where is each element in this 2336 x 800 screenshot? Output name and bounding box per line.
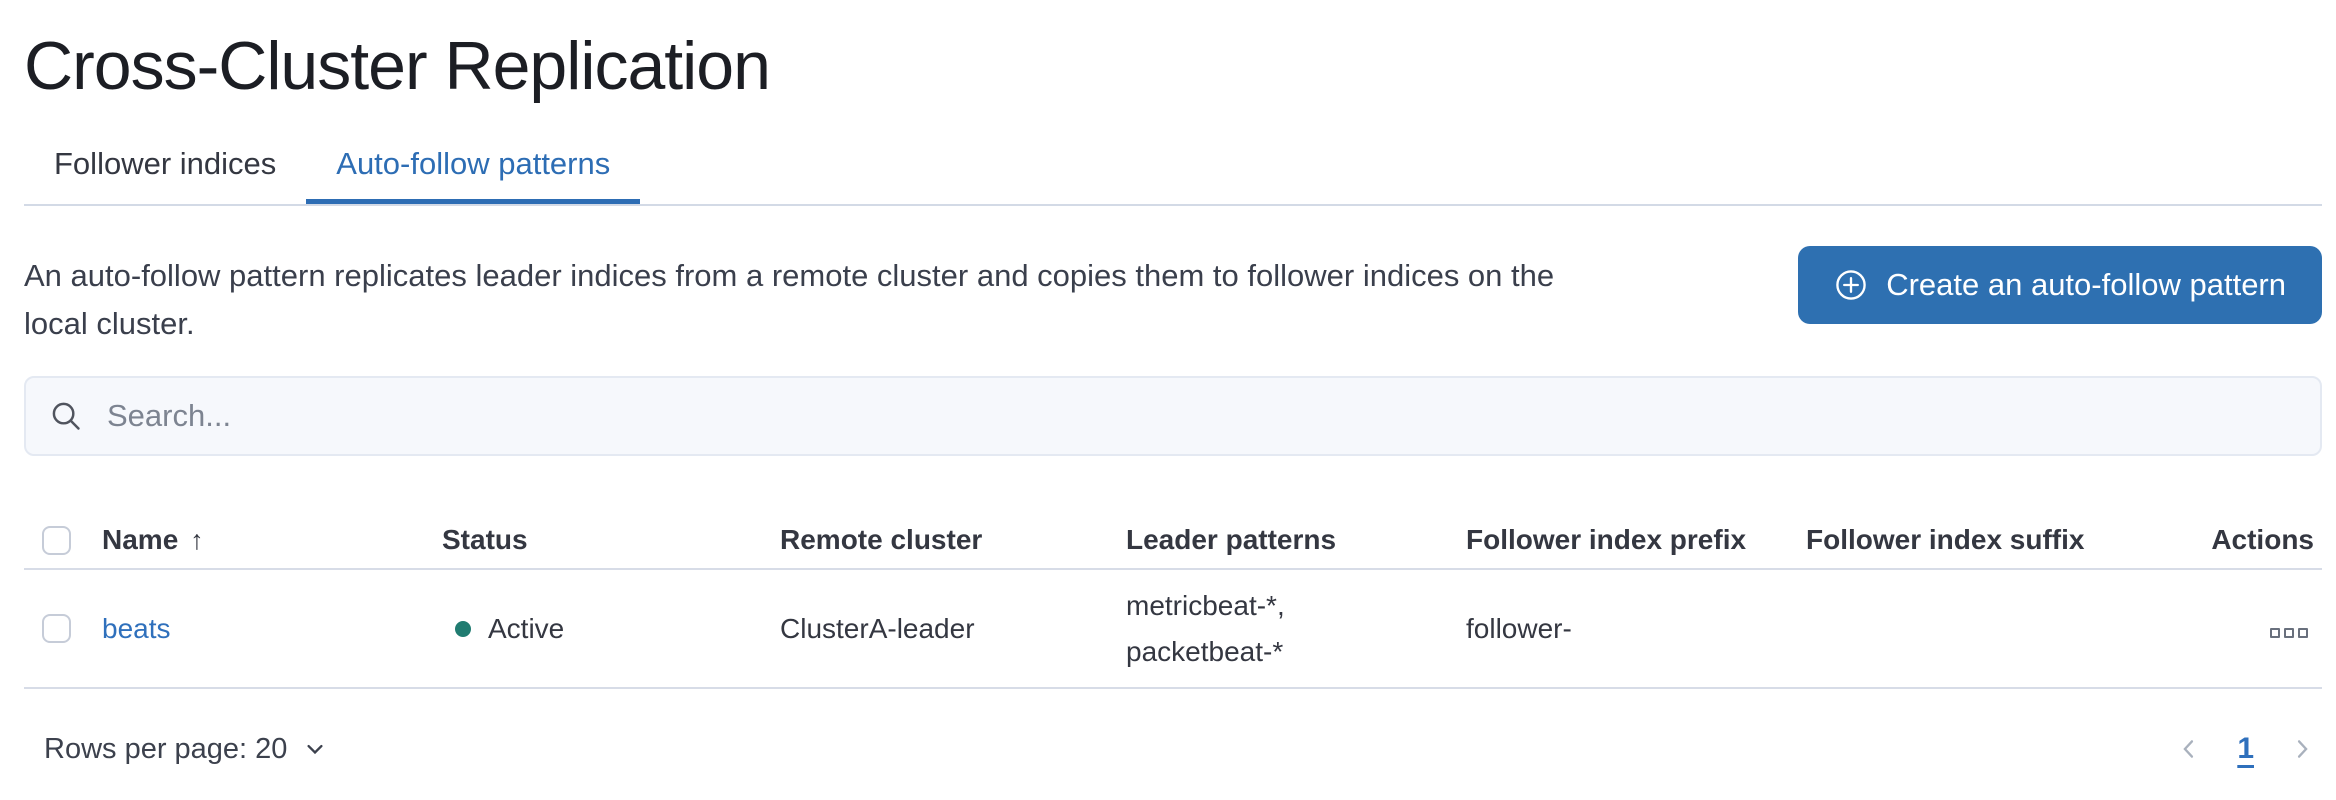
- leader-patterns-cell: metricbeat-*, packetbeat-*: [1126, 589, 1285, 667]
- chevron-right-icon: [2288, 735, 2316, 763]
- column-header-status: Status: [442, 524, 528, 555]
- remote-cluster-cell: ClusterA-leader: [780, 612, 975, 644]
- column-header-name[interactable]: Name ↑: [102, 524, 204, 555]
- tabs: Follower indices Auto-follow patterns: [24, 132, 2322, 206]
- create-auto-follow-pattern-button[interactable]: Create an auto-follow pattern: [1798, 246, 2322, 324]
- tab-auto-follow-patterns[interactable]: Auto-follow patterns: [306, 132, 640, 204]
- column-header-remote-cluster: Remote cluster: [780, 524, 983, 555]
- table-row: beats Active ClusterA-leader metricbeat-…: [24, 570, 2322, 689]
- tab-follower-indices[interactable]: Follower indices: [54, 146, 277, 181]
- row-checkbox[interactable]: [42, 614, 71, 643]
- page-description-line1: An auto-follow pattern replicates leader…: [24, 258, 1555, 293]
- table-footer: Rows per page: 20 1: [24, 731, 2322, 767]
- previous-page-button[interactable]: [2171, 731, 2207, 767]
- status-active-dot: [455, 620, 471, 637]
- search-icon: [50, 400, 83, 433]
- rows-per-page-button[interactable]: Rows per page: 20: [24, 733, 329, 766]
- rows-per-page-label: Rows per page: 20: [44, 732, 288, 765]
- page-number-1[interactable]: 1: [2231, 732, 2260, 766]
- row-actions-button[interactable]: [2264, 622, 2314, 644]
- select-all-checkbox[interactable]: [42, 525, 71, 555]
- next-page-button[interactable]: [2284, 731, 2320, 767]
- chevron-left-icon: [2175, 735, 2203, 763]
- column-header-leader-patterns: Leader patterns: [1126, 524, 1337, 555]
- status-cell: Active: [442, 613, 780, 645]
- auto-follow-patterns-table: Name ↑ Status Remote cluster Leader patt…: [24, 512, 2322, 689]
- page-title: Cross-Cluster Replication: [24, 28, 771, 104]
- column-header-follower-index-prefix: Follower index prefix: [1466, 524, 1747, 555]
- table-header-row: Name ↑ Status Remote cluster Leader patt…: [24, 512, 2322, 570]
- search-bar: [24, 376, 2322, 456]
- pattern-name-link[interactable]: beats: [102, 612, 171, 644]
- page-description: An auto-follow pattern replicates leader…: [24, 246, 1554, 348]
- status-label: Active: [488, 612, 565, 644]
- pagination: 1: [2171, 731, 2322, 767]
- search-input[interactable]: [107, 398, 2296, 434]
- sort-ascending-icon: ↑: [190, 524, 204, 555]
- create-button-label: Create an auto-follow pattern: [1886, 267, 2286, 302]
- chevron-down-icon: [301, 735, 329, 763]
- page-description-line2: local cluster.: [24, 306, 195, 341]
- follower-index-prefix-cell: follower-: [1466, 612, 1572, 644]
- plus-in-circle-icon: [1834, 268, 1868, 302]
- boxes-horizontal-icon: [2270, 627, 2308, 638]
- column-header-actions: Actions: [2211, 524, 2314, 555]
- column-header-follower-index-suffix: Follower index suffix: [1806, 524, 2085, 555]
- content-header: An auto-follow pattern replicates leader…: [24, 246, 2322, 348]
